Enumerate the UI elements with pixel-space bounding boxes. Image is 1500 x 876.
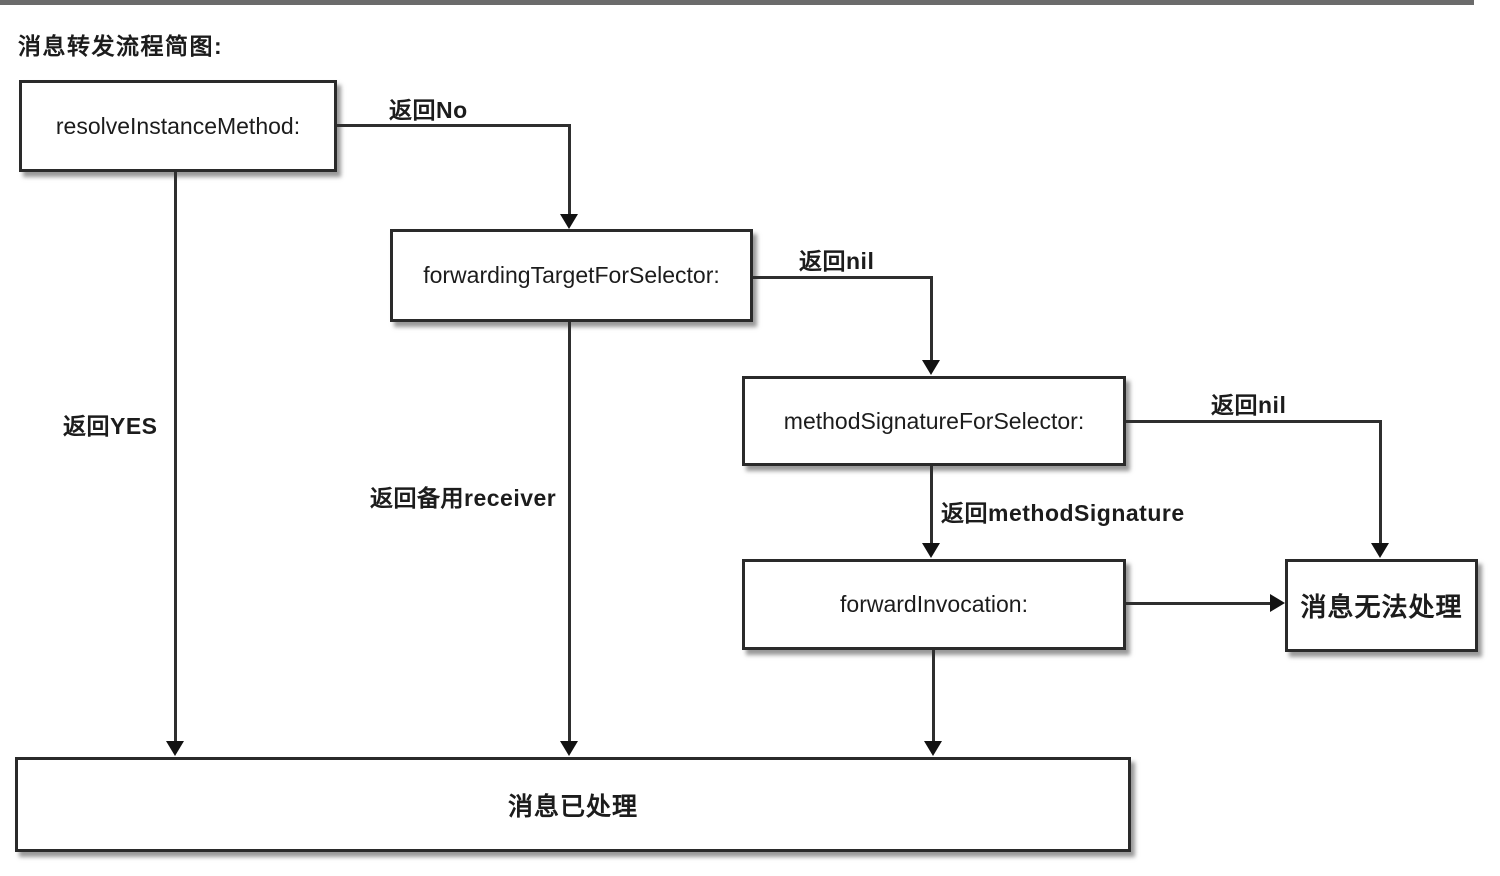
edge-forwarding-to-methodsig-hline: [753, 276, 933, 279]
node-message-cannot-be-handled: 消息无法处理: [1285, 559, 1478, 652]
arrowhead-down-icon: [560, 741, 578, 756]
node-message-handled: 消息已处理: [15, 757, 1131, 852]
arrowhead-down-icon: [922, 360, 940, 375]
edge-resolve-to-forwarding-hline: [337, 124, 571, 127]
arrowhead-down-icon: [1371, 543, 1389, 558]
node-label-message-handled: 消息已处理: [507, 792, 638, 821]
edge-label-return-no: 返回No: [389, 97, 468, 123]
node-label-method-signature-for-selector: methodSignatureForSelector:: [783, 407, 1085, 434]
edge-label-return-backup-receiver: 返回备用receiver: [370, 485, 557, 511]
node-forwarding-target-for-selector: forwardingTargetForSelector:: [390, 229, 753, 322]
arrowhead-right-icon: [1270, 594, 1285, 612]
arrowhead-down-icon: [560, 214, 578, 229]
edge-label-return-nil-1: 返回nil: [799, 248, 875, 274]
node-method-signature-for-selector: methodSignatureForSelector:: [742, 376, 1126, 466]
arrowhead-down-icon: [166, 741, 184, 756]
node-resolve-instance-method: resolveInstanceMethod:: [19, 80, 337, 172]
node-label-resolve-instance-method: resolveInstanceMethod:: [55, 112, 301, 139]
edge-forwardinv-to-handled-vline: [932, 650, 935, 742]
edge-label-return-method-signature: 返回methodSignature: [941, 500, 1185, 526]
edge-methodsig-to-cannothandle-vline: [1379, 420, 1382, 544]
edge-forwarding-to-handled-vline: [568, 322, 571, 742]
edge-forwardinv-to-cannothandle-hline: [1126, 602, 1272, 605]
top-border-bar: [0, 0, 1474, 5]
edge-label-return-nil-2: 返回nil: [1211, 392, 1287, 418]
edge-forwarding-to-methodsig-vline: [930, 276, 933, 362]
node-label-message-cannot-be-handled: 消息无法处理: [1300, 592, 1463, 622]
node-label-forward-invocation: forwardInvocation:: [840, 591, 1028, 617]
edge-resolve-to-handled-vline: [174, 172, 177, 742]
edge-resolve-to-forwarding-vline: [568, 124, 571, 216]
node-forward-invocation: forwardInvocation:: [742, 559, 1126, 650]
edge-label-return-yes: 返回YES: [63, 413, 158, 439]
arrowhead-down-icon: [924, 741, 942, 756]
edge-methodsig-to-cannothandle-hline: [1126, 420, 1382, 423]
diagram-title: 消息转发流程简图:: [18, 33, 224, 59]
node-label-forwarding-target-for-selector: forwardingTargetForSelector:: [423, 262, 720, 288]
arrowhead-down-icon: [922, 543, 940, 558]
edge-methodsig-to-forwardinv-vline: [930, 466, 933, 544]
